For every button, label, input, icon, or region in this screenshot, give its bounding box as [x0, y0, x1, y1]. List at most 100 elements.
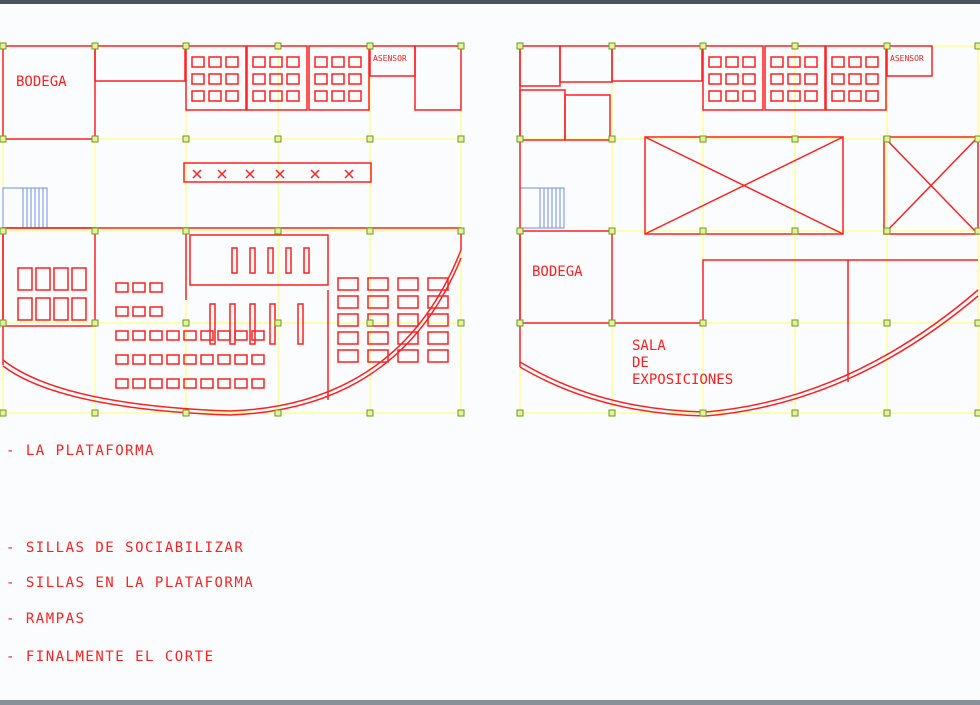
column-marker — [974, 135, 980, 143]
meeting-room — [519, 45, 561, 87]
column-marker — [366, 227, 374, 235]
column-marker — [274, 42, 282, 50]
column-marker — [0, 319, 7, 327]
table-group — [397, 313, 419, 327]
desk — [331, 56, 345, 68]
table-group — [337, 313, 359, 327]
chair-set — [183, 330, 197, 341]
desk — [314, 73, 328, 85]
desk — [865, 56, 879, 68]
column-marker — [366, 135, 374, 143]
desk — [348, 90, 362, 102]
desk — [208, 73, 222, 85]
chair-set — [217, 330, 231, 341]
desk — [286, 56, 300, 68]
chair-set — [251, 330, 265, 341]
column-marker — [0, 42, 7, 50]
column-marker — [699, 319, 707, 327]
desk — [804, 56, 818, 68]
chair-set — [200, 378, 214, 389]
classroom — [825, 45, 887, 111]
table-group — [337, 349, 359, 363]
column-marker — [457, 135, 465, 143]
chair-set — [115, 306, 129, 317]
column-marker — [91, 135, 99, 143]
curved-facade — [519, 295, 979, 417]
chair-set — [217, 354, 231, 365]
desk — [286, 73, 300, 85]
column-marker — [883, 135, 891, 143]
room-label-bodega-right: BODEGA — [532, 264, 583, 280]
column-marker — [182, 409, 190, 417]
x-mark — [192, 169, 202, 179]
column-marker — [608, 42, 616, 50]
column-marker — [791, 409, 799, 417]
column-marker — [699, 42, 707, 50]
column-marker — [699, 135, 707, 143]
column-marker — [182, 42, 190, 50]
desk — [848, 73, 862, 85]
column-marker — [791, 227, 799, 235]
walls — [2, 45, 979, 417]
column-marker — [0, 409, 7, 417]
room-label-asensor-right: ASENSOR — [890, 54, 924, 63]
shelf — [267, 247, 274, 274]
table-group — [427, 349, 449, 363]
desk — [225, 73, 239, 85]
column-marker — [516, 319, 524, 327]
desk — [865, 73, 879, 85]
chair-set — [200, 354, 214, 365]
desk — [225, 56, 239, 68]
office — [519, 89, 566, 141]
table-group — [337, 295, 359, 309]
desk — [831, 56, 845, 68]
column-marker — [366, 319, 374, 327]
column-marker — [516, 227, 524, 235]
curved-facade — [519, 289, 979, 413]
chair-set — [149, 330, 163, 341]
shelf — [269, 303, 276, 345]
room-label-sala-line1: SALA — [632, 338, 666, 354]
column-marker — [974, 409, 980, 417]
desk — [708, 73, 722, 85]
chair-set — [115, 354, 129, 365]
column-marker — [608, 409, 616, 417]
classroom — [702, 45, 764, 111]
desk — [787, 56, 801, 68]
desk — [191, 73, 205, 85]
restrooms — [94, 45, 186, 82]
chair-set — [132, 306, 146, 317]
curved-facade — [2, 257, 462, 416]
column-marker — [457, 319, 465, 327]
desk — [191, 90, 205, 102]
table-group — [427, 331, 449, 345]
shelf — [249, 247, 256, 274]
desk — [269, 90, 283, 102]
chair-set — [234, 330, 248, 341]
desk — [348, 73, 362, 85]
column-marker — [457, 409, 465, 417]
column-marker — [883, 409, 891, 417]
desk — [708, 56, 722, 68]
stair-outline — [2, 187, 48, 229]
desk — [331, 73, 345, 85]
column-marker — [91, 319, 99, 327]
wall — [612, 259, 978, 324]
table-group — [427, 277, 449, 291]
table — [53, 297, 69, 321]
column-marker — [0, 227, 7, 235]
desk — [225, 90, 239, 102]
chair-set — [234, 354, 248, 365]
column-marker — [182, 319, 190, 327]
column-marker — [366, 409, 374, 417]
void-x — [644, 136, 844, 235]
office — [564, 94, 611, 141]
column-marker — [608, 319, 616, 327]
table — [17, 267, 33, 291]
chair-set — [149, 306, 163, 317]
desk — [725, 73, 739, 85]
desk — [804, 90, 818, 102]
shelf — [231, 247, 238, 274]
column-marker — [274, 135, 282, 143]
